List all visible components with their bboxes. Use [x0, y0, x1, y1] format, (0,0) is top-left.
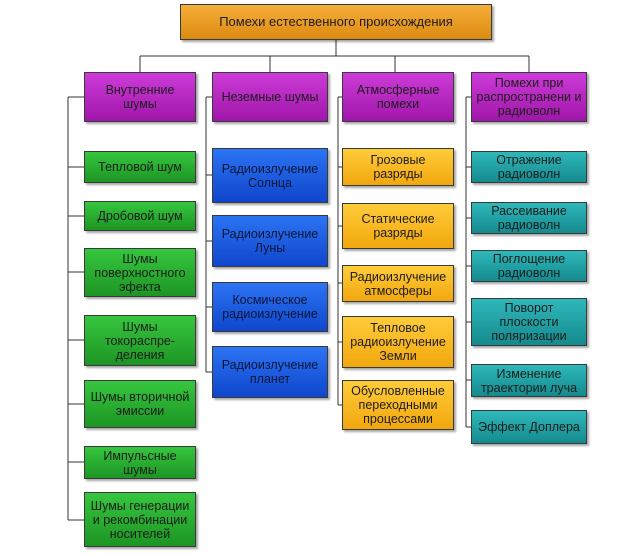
node-solar-radio-emission: Радиоизлучение Солнца: [212, 148, 328, 203]
node-secondary-emission-noise: Шумы вторичной эмиссии: [84, 380, 196, 428]
node-transient-processes: Обусловленные переходными процессами: [342, 380, 454, 430]
node-beam-path-change: Изменение траектории луча: [471, 364, 587, 397]
node-thunderstorm-discharges: Грозовые разряды: [342, 148, 454, 186]
node-polarization-rotation: Поворот плоскости поляризации: [471, 298, 587, 346]
node-surface-effect-noise: Шумы поверхностного эфекта: [84, 248, 196, 297]
node-wave-reflection: Отражение радиоволн: [471, 151, 587, 183]
node-cosmic-radio-emission: Космическое радиоизлучение: [212, 282, 328, 332]
node-static-discharges: Статические разряды: [342, 203, 454, 249]
node-partition-noise: Шумы токораспре-деления: [84, 315, 196, 366]
category-atmospheric-noise: Атмосферные помехи: [342, 72, 454, 122]
node-wave-scattering: Рассеивание радиоволн: [471, 202, 587, 234]
category-extraterrestrial-noise: Неземные шумы: [212, 72, 328, 122]
root-node: Помехи естественного происхождения: [180, 4, 492, 40]
node-planetary-radio-emission: Радиоизлучение планет: [212, 346, 328, 398]
category-internal-noise: Внутренние шумы: [84, 72, 196, 122]
node-thermal-noise: Тепловой шум: [84, 151, 196, 183]
node-shot-noise: Дробовой шум: [84, 201, 196, 231]
category-propagation-noise: Помехи при распространени и радиоволн: [471, 72, 587, 122]
node-lunar-radio-emission: Радиоизлучение Луны: [212, 215, 328, 267]
node-wave-absorption: Поглощение радиоволн: [471, 250, 587, 282]
node-atmosphere-radio-emission: Радиоизлучение атмосферы: [342, 265, 454, 302]
node-impulse-noise: Импульсные шумы: [84, 446, 196, 479]
node-doppler-effect: Эффект Доплера: [471, 410, 587, 444]
node-earth-thermal-radio-emission: Тепловое радиоизлучение Земли: [342, 316, 454, 368]
node-generation-recombination-noise: Шумы генерации и рекомбинации носителей: [84, 492, 196, 547]
